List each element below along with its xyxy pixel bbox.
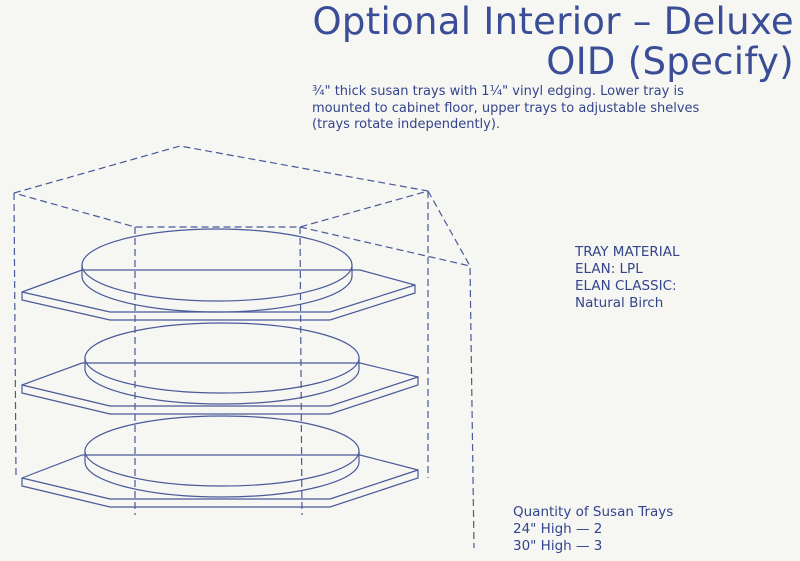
quantity-line: 30" High — 3 bbox=[513, 538, 603, 554]
tray-material-line: Natural Birch bbox=[575, 295, 664, 311]
susan-tray-middle bbox=[21, 322, 419, 415]
cabinet-outline bbox=[13, 145, 475, 549]
tray-material-line: ELAN: LPL bbox=[575, 261, 643, 277]
title-line-2: OID (Specify) bbox=[546, 40, 794, 83]
description-line: (trays rotate independently). bbox=[312, 117, 501, 132]
susan-tray-top bbox=[21, 228, 416, 321]
tray-material-block: TRAY MATERIAL ELAN: LPL ELAN CLASSIC: Na… bbox=[575, 244, 680, 312]
quantity-heading: Quantity of Susan Trays bbox=[513, 504, 674, 520]
susan-tray-bottom bbox=[21, 415, 419, 508]
title-line-1: Optional Interior – Deluxe bbox=[312, 0, 794, 43]
description-line: mounted to cabinet floor, upper trays to… bbox=[312, 100, 700, 116]
quantity-block: Quantity of Susan Trays 24" High — 2 30"… bbox=[513, 504, 673, 555]
description-line: ¾" thick susan trays with 1¼" vinyl edgi… bbox=[312, 84, 684, 99]
quantity-line: 24" High — 2 bbox=[513, 521, 603, 537]
tray-material-heading: TRAY MATERIAL bbox=[575, 244, 680, 260]
tray-material-line: ELAN CLASSIC: bbox=[575, 278, 677, 294]
description: ¾" thick susan trays with 1¼" vinyl edgi… bbox=[312, 84, 782, 134]
